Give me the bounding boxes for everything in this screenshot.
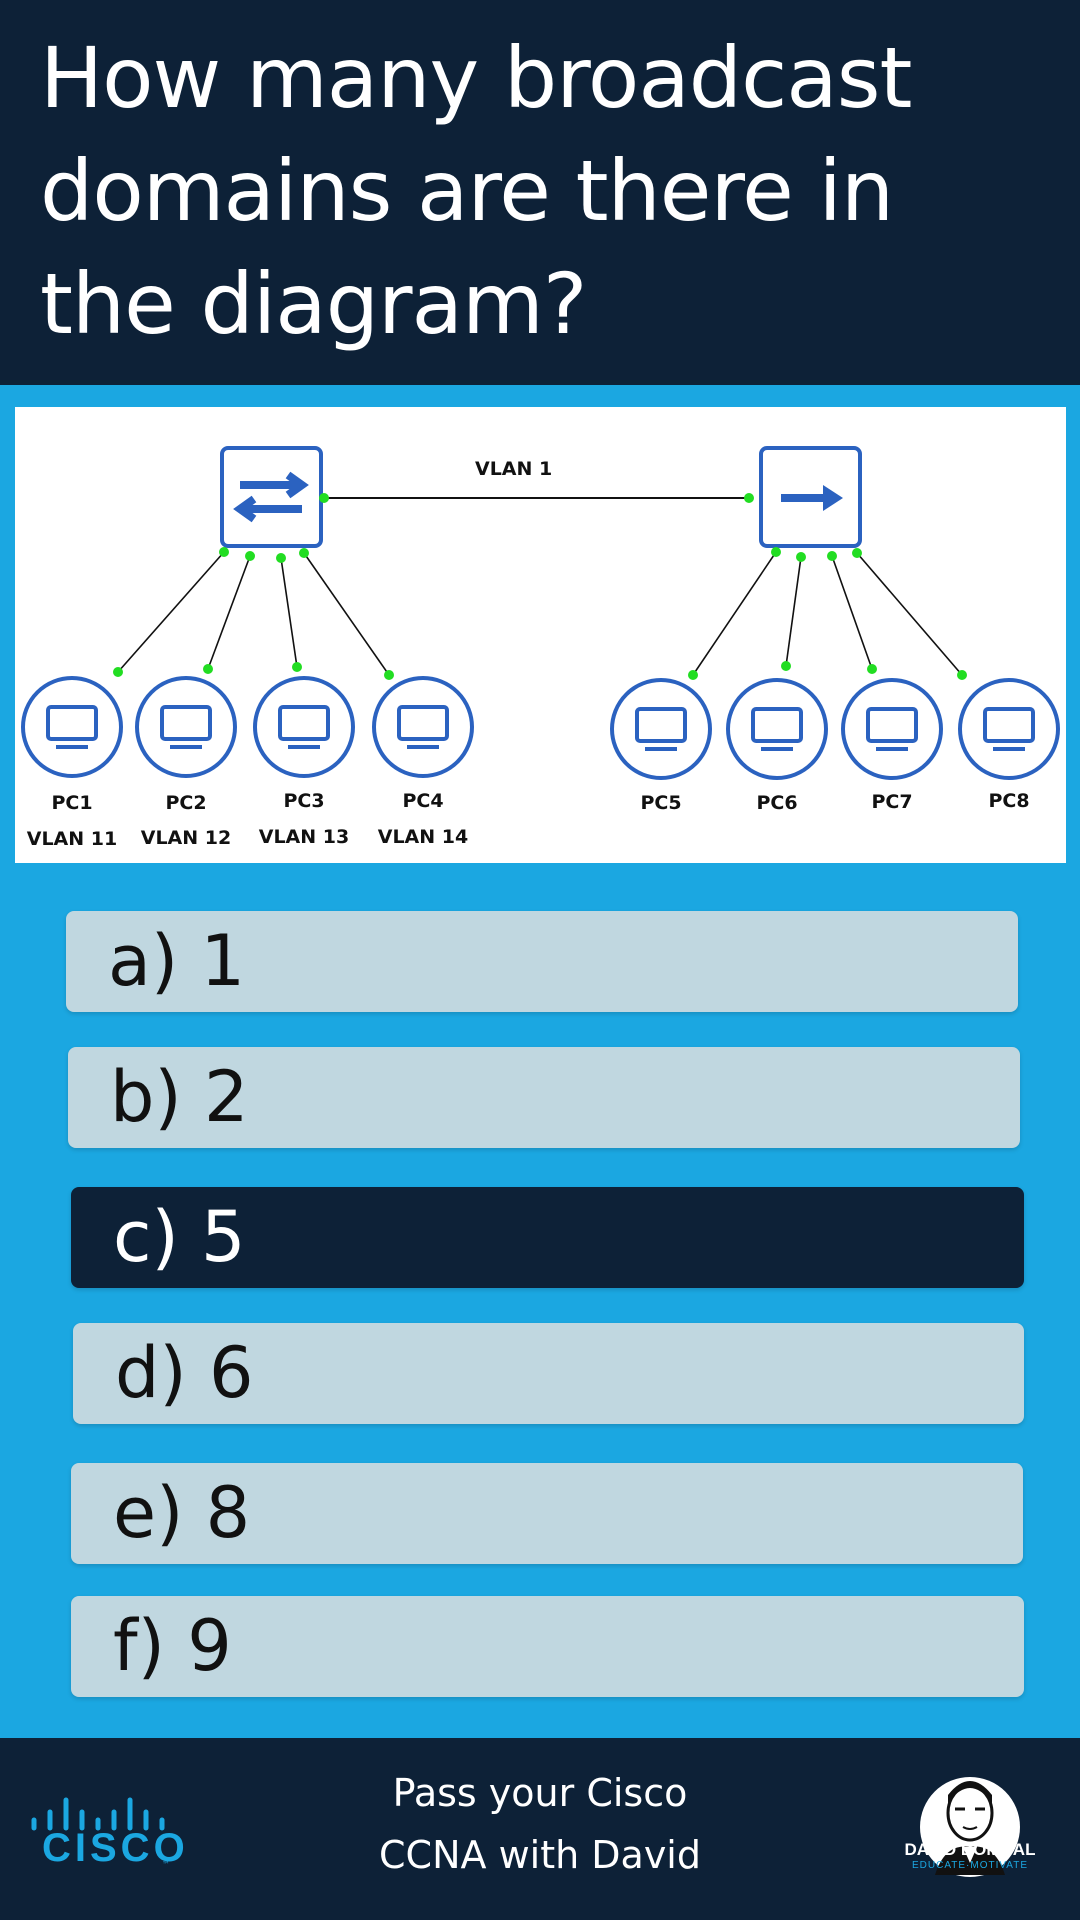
channel-name: DAVID BOMBAL	[904, 1840, 1036, 1859]
pc-icon	[841, 678, 943, 780]
pc-label: PC1	[51, 792, 92, 814]
link-pc8	[856, 552, 963, 676]
pc-icon	[253, 676, 355, 778]
footer	[0, 1738, 1080, 1920]
tagline-line-2: CCNA with David	[379, 1833, 701, 1877]
tagline-line-1: Pass your Cisco	[392, 1771, 688, 1815]
link-pc7	[831, 555, 873, 670]
answer-option-f[interactable]: f) 9	[71, 1596, 1024, 1697]
cisco-wordmark: CISCO	[42, 1826, 189, 1870]
pc-icon	[610, 678, 712, 780]
answer-option-a[interactable]: a) 1	[66, 911, 1018, 1012]
switch-icon	[759, 446, 862, 548]
pc-label: PC5	[640, 792, 681, 814]
switch-icon	[220, 446, 323, 548]
link-pc6	[785, 556, 802, 667]
pc-vlan-label: VLAN 12	[141, 827, 231, 849]
link-pc2	[207, 555, 251, 670]
cisco-trademark: ™	[162, 1860, 170, 1869]
link-pc4	[303, 552, 390, 676]
pc-icon	[21, 676, 123, 778]
pc-7: PC7	[841, 678, 943, 813]
pc-vlan-label: VLAN 13	[259, 826, 349, 848]
pc-label: PC8	[988, 790, 1029, 812]
pc-icon	[958, 678, 1060, 780]
link-pc5	[692, 551, 777, 676]
david-bombal-logo-icon	[920, 1777, 1020, 1877]
answer-option-e[interactable]: e) 8	[71, 1463, 1023, 1564]
pc-icon	[372, 676, 474, 778]
tagline: Pass your Cisco CCNA with David	[340, 1762, 740, 1886]
answer-option-d[interactable]: d) 6	[73, 1323, 1024, 1424]
trunk-link-label: VLAN 1	[475, 458, 552, 480]
pc-icon	[726, 678, 828, 780]
pc-label: PC4	[402, 790, 443, 812]
pc-label: PC7	[871, 791, 912, 813]
pc-label: PC2	[165, 792, 206, 814]
link-pc1	[117, 551, 225, 673]
pc-vlan-label: VLAN 14	[378, 826, 468, 848]
question-text: How many broadcast domains are there in …	[40, 29, 912, 353]
pc-label: PC6	[756, 792, 797, 814]
pc-5: PC5	[610, 678, 712, 814]
link-pc3	[280, 557, 298, 668]
pc-6: PC6	[726, 678, 828, 814]
answer-option-c[interactable]: c) 5	[71, 1187, 1024, 1288]
pc-vlan-label: VLAN 11	[27, 828, 117, 850]
question-header: How many broadcast domains are there in …	[0, 0, 1080, 385]
answer-option-b[interactable]: b) 2	[68, 1047, 1020, 1148]
pc-label: PC3	[283, 790, 324, 812]
pc-icon	[135, 676, 237, 778]
channel-tagline: EDUCATE·MOTIVATE	[912, 1860, 1028, 1871]
cisco-logo-icon	[31, 1797, 165, 1831]
pc-8: PC8	[958, 678, 1060, 812]
